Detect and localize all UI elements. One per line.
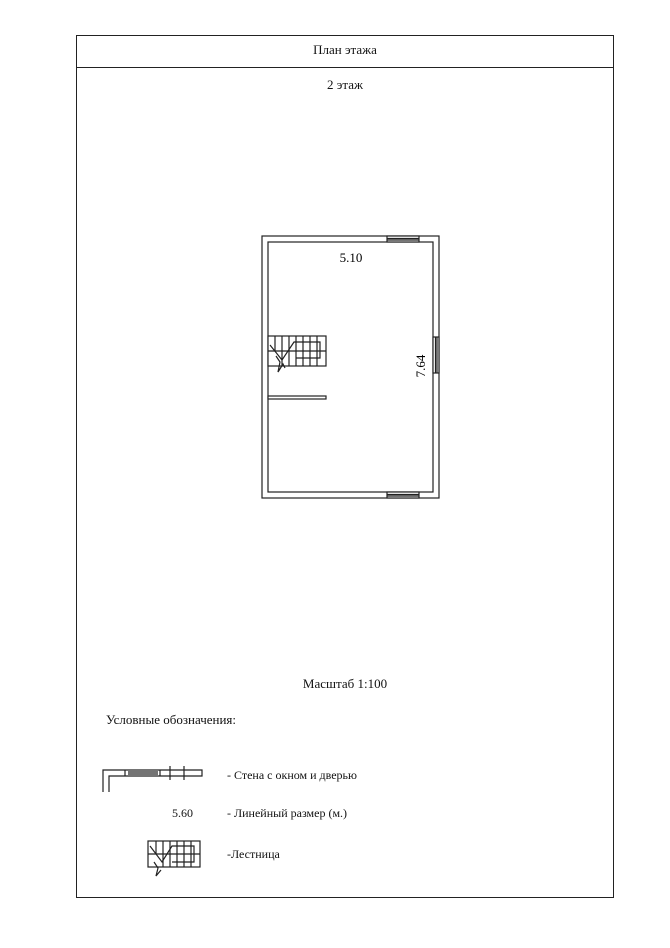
plan-sheet: План этажа 2 этаж Масштаб 1:100 Условные… <box>76 35 614 898</box>
length-dimension: 7.64 <box>413 354 428 377</box>
sheet-title: План этажа <box>77 36 613 68</box>
legend-wall-with-window-and-door-icon <box>102 766 203 792</box>
legend-wall-text: - Стена с окном и дверью <box>227 768 357 782</box>
width-dimension: 5.10 <box>340 250 363 265</box>
right-window-icon <box>432 336 440 374</box>
legend-dimension-text: - Линейный размер (м.) <box>227 806 348 820</box>
legend-dimension-sample: 5.60 <box>172 806 193 820</box>
inner-wall-outline <box>267 241 434 493</box>
legend-title: Условные обозначения: <box>106 712 237 727</box>
top-window-icon <box>386 235 420 243</box>
scale-label: Масштаб 1:100 <box>302 676 388 691</box>
floor-label: 2 этаж <box>327 77 363 92</box>
staircase-icon <box>267 335 327 373</box>
bottom-window-icon <box>386 491 420 499</box>
partition-wall <box>267 395 327 400</box>
legend-stair-icon <box>147 840 201 877</box>
legend-stair-text: -Лестница <box>227 847 280 861</box>
